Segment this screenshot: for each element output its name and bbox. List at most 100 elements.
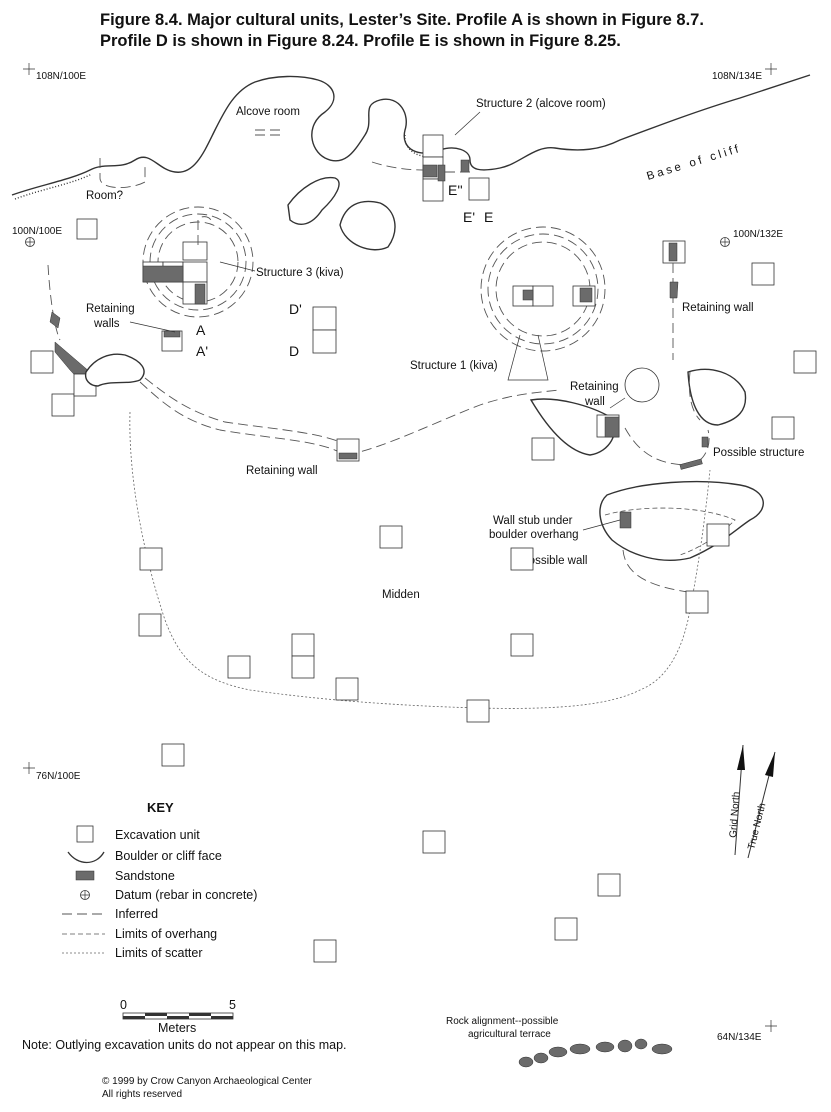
structure3-label: Structure 3 (kiva): [256, 267, 344, 279]
retaining-wall-south-label: Retaining wall: [246, 465, 318, 477]
sandstone: [422, 164, 438, 178]
boulder: [339, 200, 396, 251]
excavation-unit: [510, 547, 534, 571]
sandstone: [163, 330, 181, 338]
excavation-unit: [291, 655, 315, 679]
wall-stub-label-2: boulder overhang: [489, 529, 579, 541]
alcove-room-wall: [255, 129, 280, 136]
sandstone: [679, 458, 703, 470]
sandstone: [669, 281, 679, 299]
structure2-label: Structure 2 (alcove room): [476, 98, 606, 110]
north-arrow-icon: [737, 745, 745, 770]
datum-label-east: 100N/132E: [733, 229, 783, 240]
grid-north-label: Grid North: [728, 791, 742, 838]
excavation-unit: [379, 525, 403, 549]
excavation-unit: [227, 655, 251, 679]
excavation-unit: [468, 177, 490, 201]
excavation-unit: [182, 261, 208, 283]
alcove-room-label: Alcove room: [236, 106, 300, 118]
room-outline: [99, 158, 146, 188]
north-arrows: Grid North True North: [728, 744, 776, 859]
excavation-unit: [531, 437, 555, 461]
excavation-unit: [597, 873, 621, 897]
excavation-unit: [312, 306, 337, 331]
excavation-unit: [139, 547, 163, 571]
copyright-line-2: All rights reserved: [102, 1089, 182, 1100]
sandstone: [604, 416, 620, 438]
excavation-unit: [466, 699, 490, 723]
sandstone: [142, 265, 184, 283]
boulder: [287, 176, 340, 226]
copyright-line-1: © 1999 by Crow Canyon Archaeological Cen…: [102, 1076, 312, 1087]
sandstone-symbol: [75, 870, 95, 881]
profile-e-prime-label: E': [463, 209, 475, 225]
retaining-wall-east-label: Retaining wall: [682, 302, 754, 314]
boulder: [599, 480, 764, 561]
boulder: [687, 368, 747, 426]
key-label-inferred: Inferred: [115, 907, 158, 921]
rock-alignment-label-2: agricultural terrace: [468, 1029, 551, 1040]
grid-marker-sw: 76N/100E: [23, 762, 81, 782]
scale-unit-label: Meters: [158, 1021, 196, 1035]
sandstone: [668, 242, 678, 262]
retaining-walls-label-1: Retaining: [86, 303, 135, 315]
excavation-unit: [51, 393, 75, 417]
excavation-unit: [554, 917, 578, 941]
retaining-walls-label-2: walls: [93, 318, 120, 330]
sandstone: [460, 159, 470, 173]
base-of-cliff-label: Base of cliff: [645, 143, 742, 183]
datum-east: 100N/132E: [720, 229, 783, 247]
boulder: [84, 353, 145, 387]
figure-title-line-1: Figure 8.4. Major cultural units, Lester…: [100, 11, 704, 29]
scale-min-label: 0: [120, 998, 127, 1012]
excavation-unit: [685, 590, 709, 614]
sandstone: [579, 287, 593, 303]
excavation-unit: [76, 218, 98, 240]
sandstone: [194, 283, 206, 305]
map-key: KEY Excavation unit Boulder or cliff fac…: [62, 800, 257, 960]
key-label-datum: Datum (rebar in concrete): [115, 888, 257, 902]
excavation-unit: [138, 613, 162, 637]
excavation-unit: [706, 523, 730, 547]
cliff-line: [11, 74, 811, 196]
figure-title-line-2: Profile D is shown in Figure 8.24. Profi…: [100, 32, 621, 50]
scale-bar: 0 5 Meters: [120, 998, 236, 1035]
excavation-unit: [422, 830, 446, 854]
profile-a-label: A: [196, 322, 206, 338]
boulder-symbol: [67, 851, 105, 864]
map-note: Note: Outlying excavation units do not a…: [22, 1038, 347, 1052]
scale-max-label: 5: [229, 998, 236, 1012]
sandstone: [522, 289, 534, 301]
excavation-unit: [422, 134, 444, 158]
key-label-sandstone: Sandstone: [115, 869, 175, 883]
profile-d-label: D: [289, 343, 299, 359]
grid-marker-ne: 108N/134E: [712, 63, 777, 82]
possible-structure-label: Possible structure: [713, 447, 804, 459]
sandstone: [437, 164, 446, 182]
figure-title: Figure 8.4. Major cultural units, Lester…: [100, 10, 820, 52]
grid-label-sw: 76N/100E: [36, 771, 81, 782]
excavation-unit: [182, 241, 208, 261]
excavation-unit: [312, 329, 337, 354]
excavation-unit: [793, 350, 817, 374]
true-north-label: True North: [746, 802, 768, 851]
sandstone: [49, 311, 61, 329]
structure1-label: Structure 1 (kiva): [410, 360, 498, 372]
boulder: [529, 398, 616, 456]
key-heading: KEY: [147, 800, 174, 815]
excavation-unit: [532, 285, 554, 307]
excavation-unit-symbol: [76, 825, 94, 843]
excavation-unit: [291, 633, 315, 657]
possible-wall-label: Possible wall: [521, 555, 587, 567]
excavation-unit: [161, 743, 185, 767]
profile-e-dprime-label: E'': [448, 182, 463, 198]
sandstone: [338, 452, 358, 460]
excavation-unit: [335, 677, 359, 701]
sandstone: [619, 511, 632, 529]
midden-boundary: [129, 411, 711, 709]
rock-alignment-label-1: Rock alignment--possible: [446, 1016, 559, 1027]
excavation-unit: [313, 939, 337, 963]
key-label-scatter: Limits of scatter: [115, 946, 203, 960]
structure1-kiva: [480, 226, 606, 381]
